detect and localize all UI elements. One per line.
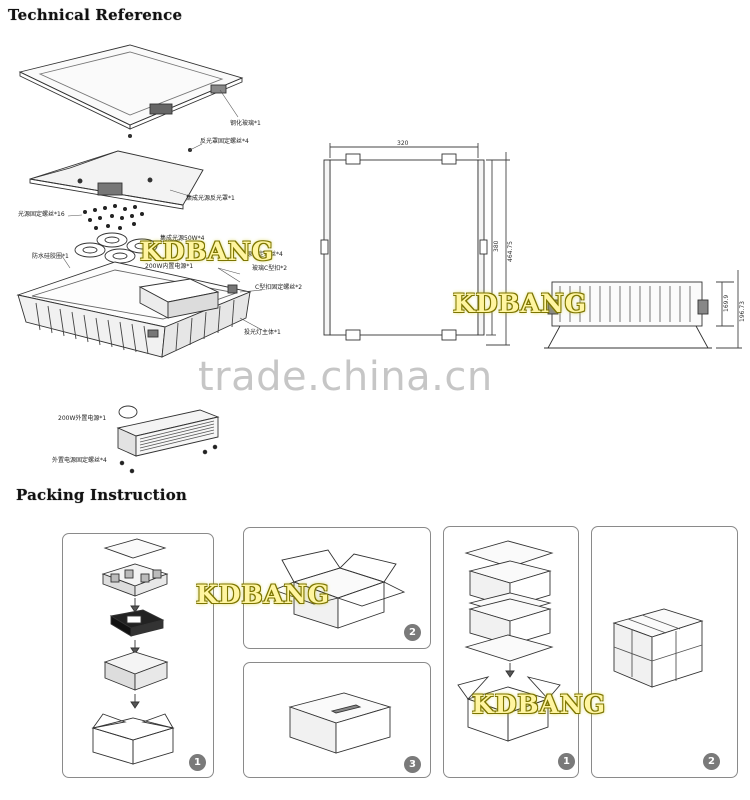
- brand-watermark-packing-left: KDBANG: [196, 580, 331, 609]
- external-power-supply-drawing: [116, 405, 220, 474]
- label-external-psu: 200W外置电源*1: [58, 414, 106, 422]
- step-badge-e: 2: [703, 753, 720, 770]
- screws-cluster: [83, 204, 144, 230]
- dim-side-outer-height: 196.73: [739, 301, 746, 322]
- label-c-clip-screws: C型扣固定螺丝*2: [255, 283, 302, 291]
- brand-watermark-top: KDBANG: [140, 237, 275, 266]
- tempered-glass-drawing: [18, 44, 244, 130]
- step-badge-b: 2: [404, 624, 421, 641]
- packing-panel-b: 2: [243, 527, 431, 649]
- panel-c-drawing: [288, 692, 392, 754]
- step-badge-d: 1: [558, 753, 575, 770]
- panel-e-drawing: [612, 608, 704, 688]
- label-gasket: 防水硅胶圈*1: [32, 252, 69, 260]
- label-psu-screws: 电源固定螺丝*4: [240, 250, 283, 258]
- label-led-module: 集成光源50W*4: [160, 234, 205, 242]
- label-reflector: 集成光源反光罩*1: [186, 194, 235, 202]
- dim-front-width: 320: [397, 140, 409, 147]
- packing-panel-e: 2: [591, 526, 738, 778]
- panel-a-drawing: [91, 538, 175, 765]
- led-modules-drawing: [74, 232, 158, 264]
- technical-drawings: 钢化玻璃*1 反光罩固定螺丝*4 集成光源反光罩*1 光源固定螺丝*16 集成光…: [16, 44, 746, 474]
- packing-instruction-heading: Packing Instruction: [16, 486, 188, 504]
- brand-watermark-middle: KDBANG: [453, 289, 588, 318]
- brand-watermark-packing-right: KDBANG: [472, 690, 607, 719]
- label-reflector-screws: 反光罩固定螺丝*4: [200, 137, 249, 145]
- label-internal-psu: 200W内置电源*1: [145, 262, 193, 270]
- label-fixture-body: 投光灯主体*1: [244, 328, 281, 336]
- panel-b-drawing: [272, 549, 406, 629]
- fixture-body-drawing: [16, 261, 252, 358]
- site-watermark: trade.china.cn: [198, 354, 493, 400]
- dim-side-inner-height: 169.9: [723, 295, 730, 312]
- dim-front-inner-height: 380: [493, 240, 500, 252]
- side-view-drawing: [544, 270, 742, 349]
- front-view-drawing: [320, 143, 510, 346]
- label-led-screws: 光源固定螺丝*16: [18, 210, 65, 218]
- packing-panel-c: 3: [243, 662, 431, 778]
- panel-d-drawing: [457, 540, 561, 742]
- step-badge-a: 1: [189, 754, 206, 771]
- packing-panel-a: 1: [62, 533, 214, 778]
- label-external-psu-screws: 外置电源固定螺丝*4: [52, 456, 107, 464]
- technical-reference-heading: Technical Reference: [8, 6, 183, 24]
- dim-front-total-height: 464.75: [507, 241, 514, 262]
- step-badge-c: 3: [404, 756, 421, 773]
- packing-panel-d: 1: [443, 526, 579, 778]
- label-c-clip: 玻璃C型扣*2: [252, 264, 287, 272]
- label-tempered-glass: 钢化玻璃*1: [230, 119, 261, 127]
- reflector-drawing: [29, 150, 204, 210]
